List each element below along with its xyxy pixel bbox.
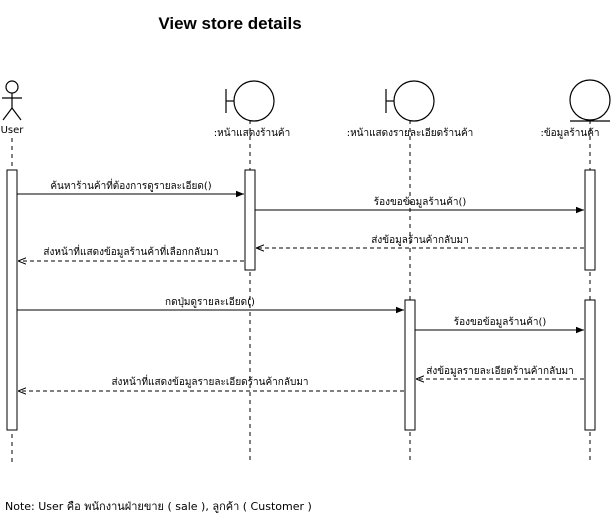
activation-user xyxy=(6,169,18,431)
user-actor-icon xyxy=(2,80,22,121)
message-label-5: กดปุ่มดูรายละเอียด() xyxy=(165,296,255,308)
participant-label-store-page: :หน้าแสดงร้านค้า xyxy=(214,127,290,139)
diagram-title: View store details xyxy=(158,14,302,33)
store-page-boundary-icon xyxy=(225,80,275,122)
activation-detail-page xyxy=(404,299,416,431)
message-label-8: ส่งหน้าที่แสดงข้อมูลรายละเอียดร้านค้ากลั… xyxy=(111,374,308,388)
activation-store-data-1 xyxy=(584,169,596,271)
store-data-entity-icon xyxy=(569,79,611,122)
message-label-6: ร้องขอข้อมูลร้านค้า() xyxy=(454,316,547,328)
participant-label-user: User xyxy=(1,125,25,136)
message-label-4: ส่งหน้าที่แสดงข้อมูลร้านค้าที่เลือกกลับม… xyxy=(43,244,218,258)
message-label-1: ค้นหาร้านค้าที่ต้องการดูรายละเอียด() xyxy=(50,178,211,192)
activation-store-page-1 xyxy=(244,169,256,271)
participant-label-detail-page: :หน้าแสดงรายละเอียดร้านค้า xyxy=(347,127,474,139)
detail-page-boundary-icon xyxy=(385,80,435,122)
diagram-note: Note: User คือ พนักงานฝ่ายขาย ( sale ), … xyxy=(5,500,312,513)
participant-label-store-data: :ข้อมูลร้านค้า xyxy=(540,127,599,139)
message-label-2: ร้องขอข้อมูลร้านค้า() xyxy=(374,196,467,208)
message-label-3: ส่งข้อมูลร้านค้ากลับมา xyxy=(371,234,468,246)
message-label-7: ส่งข้อมูลรายละเอียดร้านค้ากลับมา xyxy=(426,365,574,377)
activation-store-data-2 xyxy=(584,299,596,431)
